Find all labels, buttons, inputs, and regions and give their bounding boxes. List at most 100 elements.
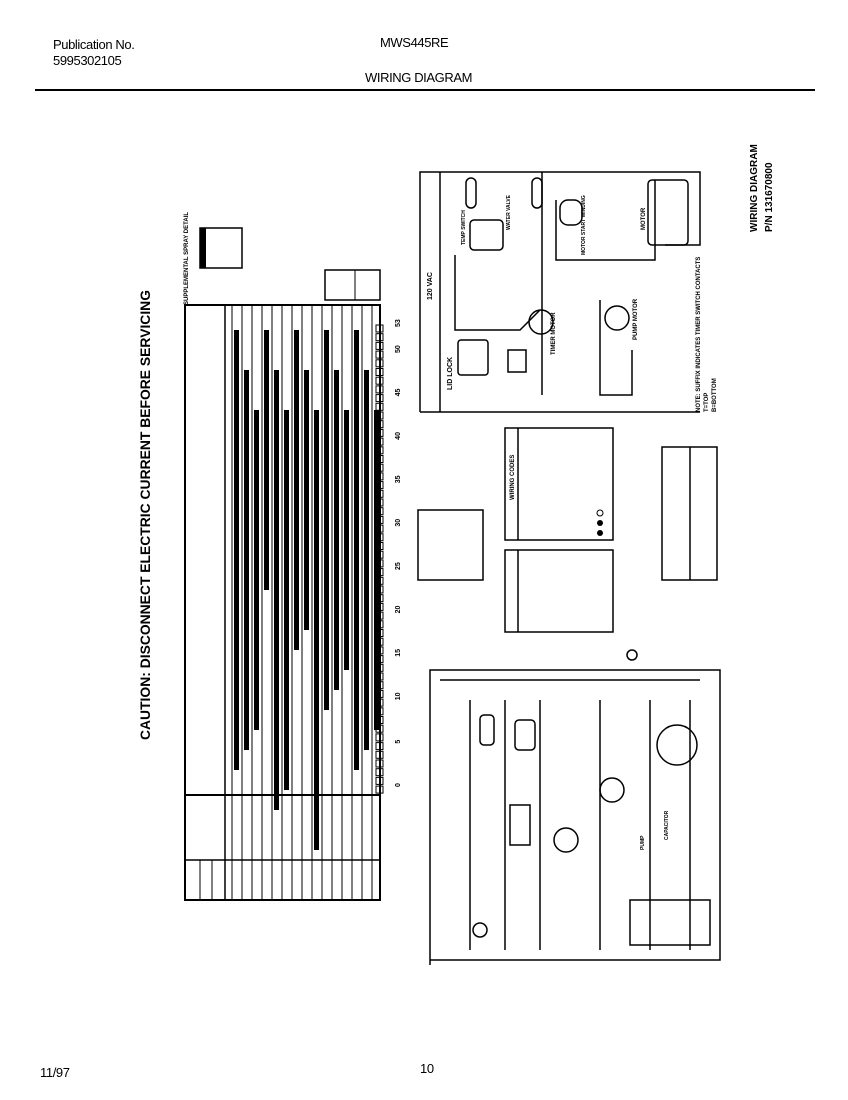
- wire: [599, 300, 633, 396]
- timer-contact-bar: [244, 370, 249, 750]
- timer-increment-cell: [375, 768, 384, 777]
- timer-increment-cell: [375, 602, 384, 611]
- timer-increment-cell: [375, 394, 384, 403]
- timer-increment-cell: [375, 759, 384, 768]
- part-number: P/N 131670800: [764, 162, 775, 232]
- timer-increment-cell: [375, 411, 384, 420]
- timer-increment-cell: [375, 733, 384, 742]
- timer-increment-cell: [375, 785, 384, 794]
- spray-detail-frame: [199, 227, 243, 269]
- timer-increment-cell: [375, 620, 384, 629]
- timer-increment-cell: [375, 368, 384, 376]
- timer-increment-cell: [375, 576, 384, 585]
- label-note-top: T=TOP: [704, 393, 710, 412]
- label-temp-switch: TEMP SWITCH: [461, 210, 467, 245]
- timer-increment-cell: [375, 350, 384, 359]
- label-capacitor: CAPACITOR: [664, 810, 670, 840]
- wiring-code-dot: [597, 530, 603, 536]
- timer-increment-cell: [375, 359, 384, 368]
- temp-switch-symbol: [469, 219, 504, 251]
- timer-increment-cell: [375, 663, 384, 672]
- label-water-valve: WATER VALVE: [506, 194, 512, 230]
- timer-increment-cell: [375, 776, 384, 785]
- timer-tick-label: 40: [395, 432, 402, 440]
- timer-increment-cell: [375, 507, 384, 516]
- timer-increment-cell: [375, 585, 384, 594]
- timer-tick-label: 0: [395, 783, 402, 787]
- timer-increment-cell: [375, 489, 384, 498]
- timer-increment-cell: [375, 446, 384, 455]
- timer-increment-cell: [375, 463, 384, 472]
- timer-increment-cell: [375, 498, 384, 507]
- terminal-symbol: [626, 649, 638, 661]
- timer-motor-symbol: [528, 309, 554, 335]
- timer-increment-cell: [375, 724, 384, 733]
- timer-increment-cell: [375, 637, 384, 646]
- timer-increment-cell: [375, 376, 384, 385]
- lid-lock-symbol: [457, 339, 489, 376]
- timer-contact-bar: [324, 330, 329, 710]
- motor-symbol: [647, 179, 689, 246]
- timer-contact-bar: [254, 410, 259, 730]
- timer-increment-cell: [375, 550, 384, 559]
- switch-symbol: [509, 804, 531, 846]
- label-lid-lock: LID LOCK: [447, 357, 454, 390]
- spray-detail: SUPPLEMENTAL SPRAY DETAIL: [184, 212, 381, 305]
- timer-increment-cell: [375, 420, 384, 429]
- timer-increment-cell: [375, 341, 384, 350]
- timer-increment-cell: [375, 681, 384, 690]
- timer-tick-label: 10: [395, 692, 402, 700]
- timer-contact-bar: [234, 330, 239, 770]
- timer-contact-bar: [314, 410, 319, 850]
- timer-tick-label: 5: [395, 740, 402, 744]
- timer-increment-cell: [375, 324, 384, 333]
- timer-increment-cell: [375, 481, 384, 490]
- timer-contact-bar: [334, 370, 339, 690]
- timer-increment-cell: [375, 655, 384, 664]
- timer-tick-label: 25: [395, 562, 402, 570]
- timer-increment-cell: [375, 750, 384, 759]
- timer-increment-cell: [375, 524, 384, 533]
- timer-increment-cell: [375, 385, 384, 394]
- supply-wire: [419, 171, 701, 412]
- motor-symbol: [656, 724, 698, 766]
- timer-sequence-chart: [184, 304, 384, 901]
- timer-plug-box: [417, 509, 484, 581]
- timer-contact-bar: [354, 330, 359, 770]
- timer-increment-cell: [375, 594, 384, 603]
- terminal-symbol: [472, 922, 488, 938]
- timer-contact-bar: [274, 370, 279, 810]
- header-rule: [35, 89, 815, 91]
- pump-motor-symbol: [599, 777, 625, 803]
- timer-increment-cell: [375, 402, 384, 411]
- wiring-code-open-circle: [596, 509, 604, 517]
- label-motor: MOTOR: [641, 207, 647, 230]
- timer-increment-cell: [375, 568, 384, 577]
- wire: [429, 669, 721, 965]
- water-valve-symbol: [514, 719, 536, 751]
- timer-contact-bar: [344, 410, 349, 670]
- pressure-switch-symbol: [507, 349, 527, 373]
- timer-increment-cell: [375, 472, 384, 481]
- timer-increment-cell: [375, 689, 384, 698]
- timer-tick-label: 50: [395, 345, 402, 353]
- water-valve-coil: [531, 177, 543, 209]
- timer-increment-cell: [375, 629, 384, 637]
- label-wiring-codes: WIRING CODES: [510, 455, 516, 500]
- publication-label: Publication No.: [53, 37, 135, 52]
- spray-detail-label: SUPPLEMENTAL SPRAY DETAIL: [184, 212, 190, 305]
- timer-contact-bar: [294, 330, 299, 650]
- timer-tick-label: 45: [395, 389, 402, 397]
- footer-date: 11/97: [40, 1065, 70, 1080]
- top-schematic: [419, 171, 701, 413]
- timer-tick-label: 30: [395, 519, 402, 527]
- pump-motor-symbol: [604, 305, 630, 331]
- side-title: WIRING DIAGRAM: [749, 144, 760, 232]
- terminal-detail-box: [504, 549, 614, 633]
- timer-increment-cell: [375, 559, 384, 568]
- motor-start-winding-symbol: [559, 199, 583, 226]
- publication-number: 5995302105: [53, 53, 122, 68]
- timer-increment-cell: [375, 742, 384, 751]
- timer-contact-bar: [284, 410, 289, 790]
